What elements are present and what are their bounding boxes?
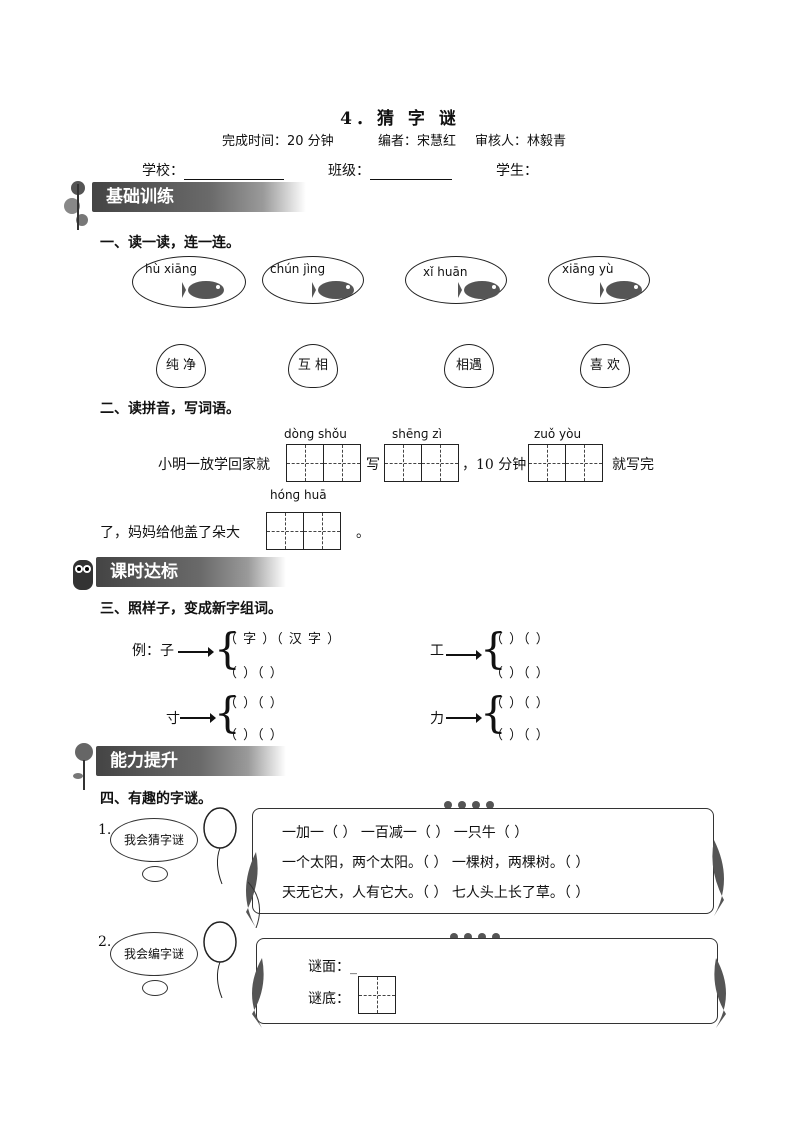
sentence-part-1: 小明一放学回家就 [158, 457, 270, 473]
section-basic-training: 基础训练 [92, 182, 306, 212]
pinyin-honghua: hónɡ huā [270, 488, 327, 502]
student-label: 学生： [496, 163, 538, 179]
owl-decoration-icon [73, 560, 93, 590]
sentence-part-6: 。 [356, 525, 370, 541]
riddle-line-2[interactable]: 一个太阳，两个太阳。（ ） 一棵树，两棵树。（ ） [282, 855, 590, 871]
sentence-part-2: 写 [366, 457, 380, 473]
class-blank[interactable] [370, 165, 452, 180]
writing-grid-honghua[interactable] [266, 512, 341, 550]
writing-grid-shengzi[interactable] [384, 444, 459, 482]
arrow-right-icon [446, 713, 482, 723]
guess-riddle-bubble: 我会猜字谜 [110, 818, 198, 862]
riddle-line-1[interactable]: 一加一（ ） 一百减一（ ） 一只牛（ ） [282, 825, 529, 841]
brace-icon: { [214, 624, 241, 673]
pinyin-bubble-2 [262, 256, 364, 304]
riddle-answer-grid[interactable] [358, 976, 396, 1014]
char-li: 力 [430, 711, 444, 727]
leaf-decoration-icon [252, 958, 264, 1028]
peach-word-1[interactable]: 纯 净 [156, 344, 206, 388]
writing-grid-dongshou[interactable] [286, 444, 361, 482]
cloud-dot [142, 866, 168, 882]
char-gong: 工 [430, 643, 444, 659]
li-blank-2[interactable]: （ ）（ ） [490, 728, 550, 743]
fish-icon [312, 281, 354, 299]
class-field: 班级： [328, 160, 452, 180]
fish-icon [600, 281, 642, 299]
fish-icon [458, 281, 500, 299]
completion-time: 完成时间：20 分钟 [222, 134, 334, 149]
scroll-knobs-icon [444, 801, 494, 809]
riddle-line-3[interactable]: 天无它大，人有它大。（ ） 七人头上长了草。（ ） [282, 885, 590, 901]
riddle-scroll-2 [256, 938, 718, 1024]
gong-blank-1[interactable]: （ ）（ ） [490, 632, 550, 647]
item-2-number: 2. [98, 934, 112, 950]
pinyin-bubble-3 [405, 256, 507, 304]
sentence-part-4: 就写完 [612, 457, 654, 473]
peach-word-3[interactable]: 相遇 [444, 344, 494, 388]
pinyin-1: hù xiānɡ [145, 262, 198, 276]
pinyin-4: xiānɡ yù [562, 262, 614, 276]
pinyin-zuoyou: zuǒ yòu [534, 427, 582, 441]
balloon-icon [203, 921, 237, 999]
pinyin-3: xǐ huān [423, 265, 468, 279]
pinyin-dongshou: dònɡ shǒu [284, 427, 347, 441]
school-blank[interactable] [184, 165, 284, 180]
item-1-number: 1. [98, 822, 112, 838]
make-riddle-bubble: 我会编字谜 [110, 932, 198, 976]
riddle-face-label[interactable]: 谜面：_ [308, 959, 357, 975]
section-class-target: 课时达标 [96, 557, 286, 587]
cun-blank-1[interactable]: （ ）（ ） [224, 696, 284, 711]
balloon-icon [203, 807, 237, 885]
arrow-right-icon [446, 650, 482, 660]
example-prefix: 例：子 [132, 643, 174, 659]
fish-icon [182, 281, 224, 299]
pinyin-bubble-1 [132, 256, 246, 308]
peach-word-4[interactable]: 喜 欢 [580, 344, 630, 388]
sentence-part-5: 了，妈妈给他盖了朵大 [100, 525, 240, 541]
question-3-label: 三、照样子，变成新字组词。 [100, 601, 282, 617]
li-blank-1[interactable]: （ ）（ ） [490, 696, 550, 711]
brace-icon: { [480, 624, 507, 673]
student-field: 学生： [496, 160, 538, 180]
pinyin-bubble-4 [548, 256, 650, 304]
example-blank[interactable]: （ ）（ ） [224, 666, 284, 681]
brace-icon: { [214, 688, 241, 737]
gong-blank-2[interactable]: （ ）（ ） [490, 666, 550, 681]
pinyin-shengzi: shēnɡ zì [392, 427, 442, 441]
brace-icon: { [480, 688, 507, 737]
class-label: 班级： [328, 163, 370, 179]
writing-grid-zuoyou[interactable] [528, 444, 603, 482]
char-cun: 寸 [166, 711, 180, 727]
riddle-scroll-1 [252, 808, 714, 914]
leaf-decoration-icon [246, 852, 261, 928]
question-2-label: 二、读拼音，写词语。 [100, 401, 240, 417]
leaf-decoration-icon [714, 958, 726, 1028]
school-field: 学校： [142, 160, 284, 180]
leaf-decoration-icon [712, 840, 724, 916]
bird-decoration-icon [64, 181, 88, 230]
section-ability: 能力提升 [96, 746, 286, 776]
cloud-dot [142, 980, 168, 996]
editor: 编者：宋慧红 [378, 134, 457, 149]
question-4-label: 四、有趣的字谜。 [100, 791, 212, 807]
pinyin-2: chún jìnɡ [270, 262, 326, 276]
question-1-label: 一、读一读，连一连。 [100, 235, 240, 251]
example-fill: （ 字 ）（ 汉 字 ） [224, 632, 342, 647]
sentence-part-3: ，10 分钟 [462, 457, 527, 473]
flower-decoration-icon [73, 743, 93, 790]
arrow-right-icon [180, 713, 216, 723]
school-label: 学校： [142, 163, 184, 179]
page-title: 4．猜 字 谜 [340, 109, 460, 129]
peach-word-2[interactable]: 互 相 [288, 344, 338, 388]
arrow-right-icon [178, 647, 214, 657]
reviewer: 审核人：林毅青 [475, 134, 567, 149]
riddle-answer-label: 谜底： [308, 991, 350, 1007]
cun-blank-2[interactable]: （ ）（ ） [224, 728, 284, 743]
